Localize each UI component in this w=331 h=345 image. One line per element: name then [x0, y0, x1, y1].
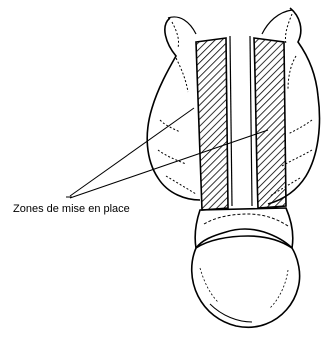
left-hatched-zone	[196, 38, 228, 210]
glans-meatus	[210, 304, 252, 322]
zones-label: Zones de mise en place	[13, 203, 130, 215]
leader-line-left	[70, 108, 194, 196]
shaft-right-edge	[250, 36, 252, 206]
pubic-edge	[168, 10, 292, 34]
glans-texture	[200, 268, 288, 308]
leader-line-right	[70, 130, 268, 198]
right-hatched-zone	[254, 38, 286, 208]
foreskin-line	[204, 214, 288, 226]
glans-outline	[192, 236, 300, 327]
left-scrotum-texture	[158, 22, 196, 194]
shaft-left-edge	[230, 36, 232, 206]
